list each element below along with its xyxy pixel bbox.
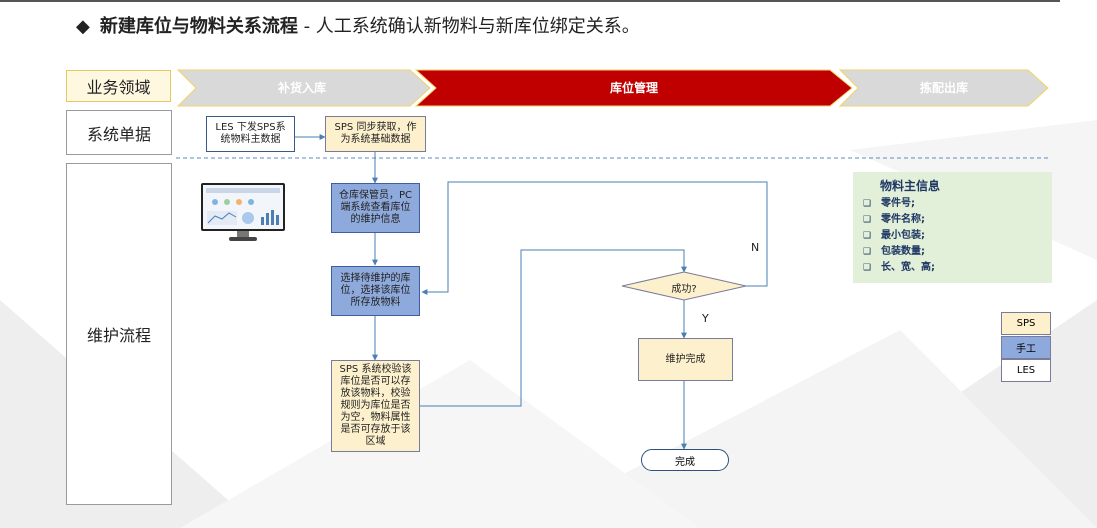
page-title: ◆ 新建库位与物料关系流程 - 人工系统确认新物料与新库位绑定关系。 — [76, 12, 640, 38]
checkbox-bullet-icon: ❑ — [863, 199, 872, 209]
phase-chevron-replenish[interactable]: 补货入库 — [176, 69, 431, 107]
top-rule — [0, 0, 1060, 2]
material-info-item-text: 最小包装; — [881, 230, 925, 241]
checkbox-bullet-icon: ❑ — [863, 247, 872, 257]
checkbox-bullet-icon: ❑ — [863, 231, 872, 241]
connector-check-to-decision — [420, 249, 687, 407]
edge-label-yes: Y — [702, 312, 709, 325]
lane-label-domain-text: 业务领域 — [86, 78, 151, 97]
decision-label: 成功? — [671, 284, 697, 295]
node-end: 完成 — [641, 449, 729, 471]
title-subtitle: - 人工系统确认新物料与新库位绑定关系。 — [297, 16, 640, 37]
material-info-item-text: 零件号; — [881, 198, 915, 209]
connector-decision-no — [421, 181, 768, 295]
node-select-location: 选择待维护的库 位，选择该库位 所存放物料 — [331, 266, 420, 316]
diamond-bullet-icon: ◆ — [76, 16, 90, 37]
checkbox-bullet-icon: ❑ — [863, 263, 872, 273]
material-info-title: 物料主信息 — [880, 179, 941, 193]
lane-label-maintenance: 维护流程 — [66, 163, 172, 505]
node-maintenance-done: 维护完成 — [638, 338, 733, 381]
node-sps-sync: SPS 同步获取，作 为系统基础数据 — [325, 116, 426, 152]
dashboard-thumbnail — [206, 188, 280, 225]
legend-manual: 手工 — [1001, 336, 1051, 359]
material-info-item: ❑ 长、宽、高; — [863, 260, 1052, 276]
phase-label-location-mgmt: 库位管理 — [610, 80, 658, 95]
material-info-item-text: 包装数量; — [881, 246, 925, 257]
checkbox-bullet-icon: ❑ — [863, 215, 872, 225]
material-info-item-text: 零件名称; — [881, 214, 925, 225]
legend-sps: SPS — [1001, 312, 1051, 335]
phase-chevron-location-mgmt[interactable]: 库位管理 — [414, 69, 853, 107]
material-info-item-text: 长、宽、高; — [881, 262, 935, 273]
decision-diamond — [621, 271, 747, 301]
lane-label-system-docs-text: 系统单据 — [86, 124, 151, 144]
monitor-base — [229, 237, 257, 241]
material-info-box: 物料主信息 ❑ 零件号; ❑ 零件名称; ❑ 最小包装; ❑ 包装数量; ❑ 长、宽、高; — [853, 172, 1052, 283]
node-les-send: LES 下发SPS系 统物料主数据 — [206, 116, 295, 152]
lane-label-system-docs: 系统单据 — [66, 110, 172, 155]
phase-label-replenish: 补货入库 — [277, 80, 326, 95]
title-main: 新建库位与物料关系流程 — [99, 16, 298, 37]
monitor-stand — [237, 231, 249, 237]
phase-chevron-picking[interactable]: 拣配出库 — [838, 69, 1049, 107]
material-info-item: ❑ 包装数量; — [863, 244, 1052, 260]
legend-les: LES — [1001, 359, 1051, 382]
node-keeper-view: 仓库保管员，PC 端系统查看库位 的维护信息 — [331, 183, 420, 233]
material-info-item: ❑ 零件号; — [863, 196, 1052, 212]
node-sps-check: SPS 系统校验该 库位是否可以存 放该物料，校验 规则为库位是否 为空，物料属… — [331, 360, 420, 452]
material-info-item: ❑ 最小包装; — [863, 228, 1052, 244]
monitor-screen — [201, 183, 285, 231]
phase-label-picking: 拣配出库 — [920, 80, 968, 95]
lane-label-domain: 业务领域 — [66, 70, 171, 102]
lane-label-maintenance-text: 维护流程 — [86, 326, 151, 345]
material-info-item: ❑ 零件名称; — [863, 212, 1052, 228]
edge-label-no: N — [751, 241, 760, 254]
